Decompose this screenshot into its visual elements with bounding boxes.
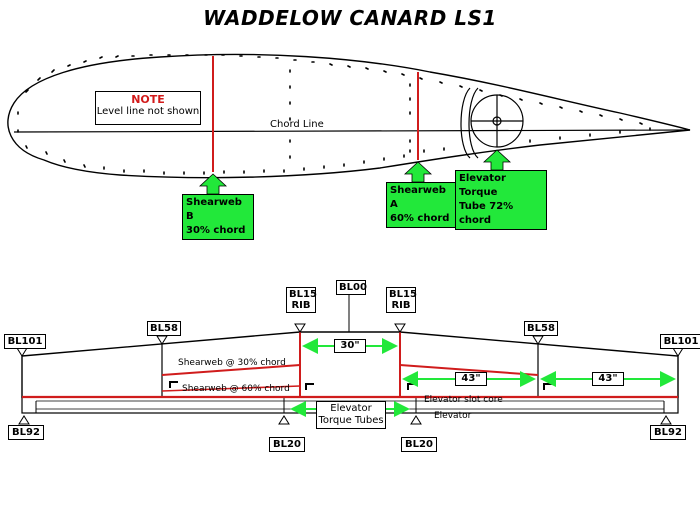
note-title: NOTE xyxy=(131,93,165,106)
bl15-left-line1: BL15 xyxy=(289,289,317,300)
label-shearweb-30: Shearweb @ 30% chord xyxy=(178,358,286,368)
dim-outboard-label: 43" xyxy=(592,372,624,386)
shearweb-a-callout: Shearweb A 60% chord xyxy=(386,182,458,228)
station-bl58-right: BL58 xyxy=(524,321,558,336)
bl15-right-line2: RIB xyxy=(391,300,411,311)
station-bl92-right: BL92 xyxy=(650,425,686,440)
planform-shearweb-60-inner xyxy=(161,385,301,392)
label-slot-core: Elevator slot core xyxy=(424,395,503,405)
torque-tubes-box: Elevator Torque Tubes xyxy=(316,401,386,429)
station-bl92-left: BL92 xyxy=(8,425,44,440)
shearweb-b-callout: Shearweb B 30% chord xyxy=(182,194,254,240)
torque-tube-arrow xyxy=(482,149,512,171)
station-bl20-left: BL20 xyxy=(269,437,305,452)
station-bl101-left: BL101 xyxy=(4,334,46,349)
diagram-title: WADDELOW CANARD LS1 xyxy=(203,6,497,30)
dim-inboard-label: 43" xyxy=(455,372,487,386)
shearweb-b-line1: Shearweb B xyxy=(186,197,242,222)
shearweb-a-line2: 60% chord xyxy=(390,213,450,224)
station-bl101-right: BL101 xyxy=(660,334,700,349)
torque-tube-line1: Elevator Torque xyxy=(459,173,506,198)
torque-tube-detail xyxy=(460,87,524,159)
bl15-left-line2: RIB xyxy=(291,300,311,311)
torque-tube-line2: Tube 72% chord xyxy=(459,201,514,226)
bl15-right-line1: BL15 xyxy=(389,289,417,300)
torque-tubes-line2: Torque Tubes xyxy=(318,415,384,426)
label-elevator: Elevator xyxy=(434,411,472,421)
shearweb-a-line1: Shearweb A xyxy=(390,185,446,210)
note-box: NOTE Level line not shown xyxy=(95,91,201,125)
chord-line-label: Chord Line xyxy=(270,119,324,130)
station-pointers xyxy=(16,294,684,425)
station-bl58-left: BL58 xyxy=(147,321,181,336)
airfoil-outline xyxy=(7,53,691,179)
station-bl00: BL00 xyxy=(336,280,367,295)
note-text: Level line not shown xyxy=(96,106,200,117)
station-bl15-right: BL15 RIB xyxy=(386,287,417,313)
station-bl15-left: BL15 RIB xyxy=(286,287,317,313)
planform-shearweb-30-left xyxy=(161,364,301,376)
label-shearweb-60: Shearweb @ 60% chord xyxy=(182,384,290,394)
shearweb-b-line2: 30% chord xyxy=(186,225,246,236)
chord-line xyxy=(13,129,691,133)
shearweb-a-arrow xyxy=(403,161,433,183)
torque-tube-callout: Elevator Torque Tube 72% chord xyxy=(455,170,547,230)
airfoil-rivets xyxy=(17,54,651,175)
station-bl20-right: BL20 xyxy=(401,437,437,452)
dim-center-label: 30" xyxy=(334,339,366,353)
torque-tubes-line1: Elevator xyxy=(330,403,372,414)
